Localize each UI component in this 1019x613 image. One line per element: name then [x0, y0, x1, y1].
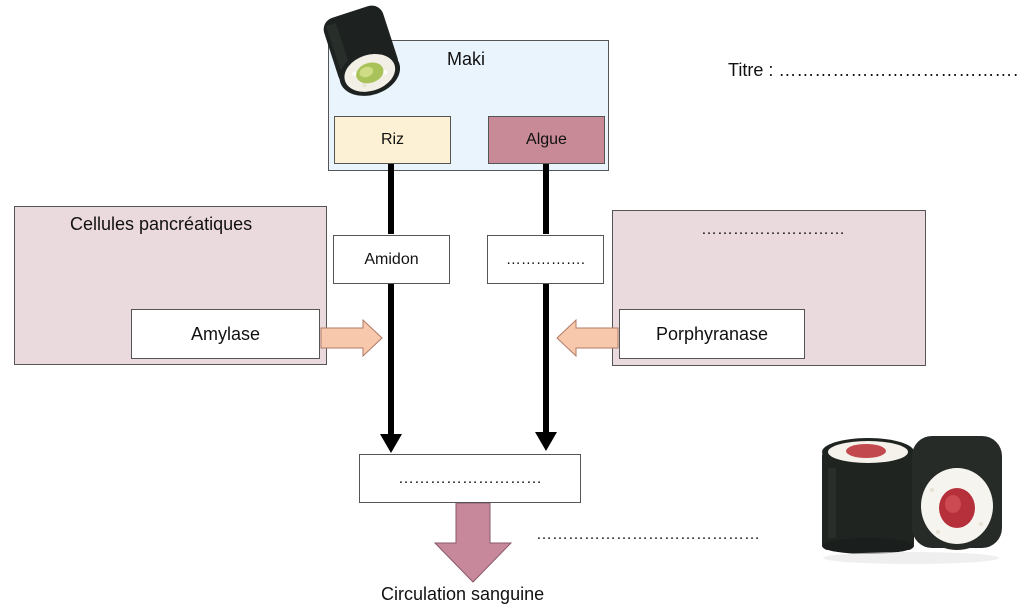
- amylase-box: Amylase: [131, 309, 320, 359]
- right-panel-title: ………………………: [701, 221, 845, 238]
- porphyranase-label: Porphyranase: [655, 323, 769, 344]
- bloodstream-block-arrow: [433, 502, 513, 583]
- algue-label: Algue: [526, 131, 567, 148]
- riz-box: Riz: [334, 116, 451, 164]
- process-blank: ……………………………………: [536, 526, 760, 543]
- maki-roll-avocado-icon: [323, 5, 401, 96]
- right-substrate-label: …………….: [505, 251, 586, 268]
- pancreatic-cells-title: Cellules pancréatiques: [70, 214, 253, 234]
- amylase-label: Amylase: [190, 323, 261, 344]
- title-line: Titre : ……………………………………: [728, 60, 1019, 80]
- amidon-arrow-head: [380, 434, 402, 453]
- bloodstream-label: Circulation sanguine: [381, 584, 545, 604]
- porphyranase-box: Porphyranase: [619, 309, 805, 359]
- right-substrate-arrow-head: [535, 432, 557, 451]
- riz-label: Riz: [380, 131, 405, 148]
- algue-box: Algue: [488, 116, 605, 164]
- maki-rolls-tuna-icon: [822, 436, 1002, 564]
- maki-label: Maki: [447, 49, 486, 69]
- porphyranase-block-arrow: [556, 318, 619, 358]
- product-box: ………………………: [359, 454, 581, 503]
- product-label: ………………………: [398, 469, 542, 487]
- amidon-box: Amidon: [333, 235, 450, 284]
- amylase-block-arrow: [320, 318, 383, 358]
- amidon-label: Amidon: [364, 250, 419, 268]
- right-substrate-box: …………….: [487, 235, 604, 284]
